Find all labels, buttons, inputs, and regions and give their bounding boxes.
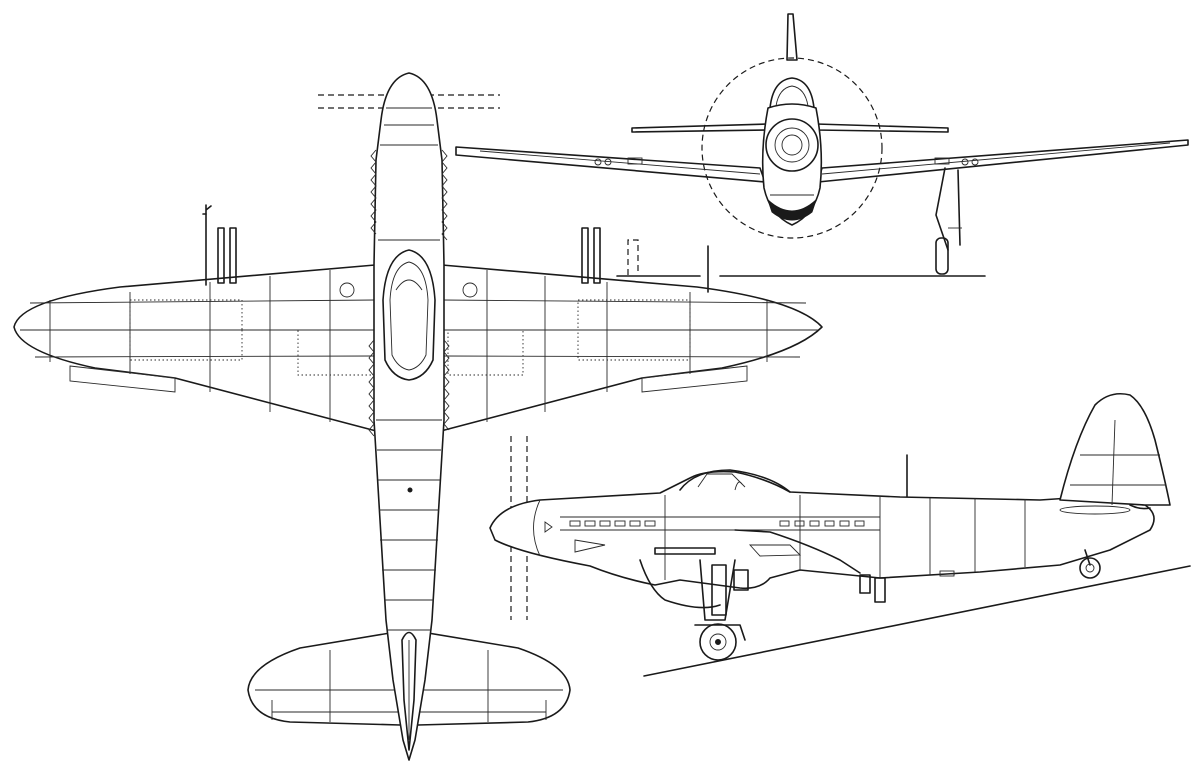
front-left-wing — [455, 146, 766, 183]
plan-cannons — [202, 204, 639, 286]
side-main-wheel — [699, 623, 737, 661]
side-main-gear — [694, 559, 886, 661]
plan-view — [13, 72, 823, 761]
side-ground-line — [643, 565, 1191, 677]
front-wheel — [935, 237, 949, 275]
side-fin — [1059, 392, 1171, 506]
propeller-disc — [701, 57, 883, 239]
front-view — [455, 13, 1189, 293]
front-spinner — [765, 118, 819, 172]
side-exhausts — [569, 520, 865, 527]
front-fin — [786, 13, 798, 61]
plan-tailplane — [247, 631, 571, 726]
side-canopy — [679, 469, 791, 493]
side-view — [489, 392, 1191, 677]
side-tail-wheel — [1079, 549, 1101, 579]
plan-fuselage — [368, 72, 450, 761]
plan-main-wing — [13, 264, 823, 433]
